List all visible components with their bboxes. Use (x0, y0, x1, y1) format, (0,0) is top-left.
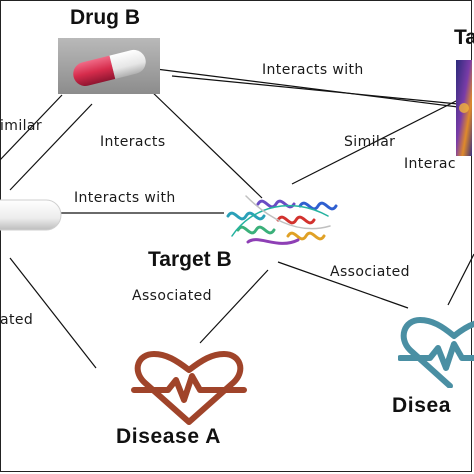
edge-label-targetb-targeta-similar: Similar (344, 134, 396, 150)
target-b-title: Target B (148, 248, 232, 271)
edge-drugb-targeta-lower (171, 75, 459, 105)
white-pill-icon (0, 196, 62, 234)
edge-label-drugb-targeta: Interacts with (262, 62, 364, 78)
edge-druga-diseasea (9, 257, 97, 369)
disease-a-title: Disease A (116, 425, 222, 448)
edge-targetb-diseaseb (277, 261, 409, 309)
protein-structure-icon (218, 186, 342, 254)
edge-targeta-diseaseb (447, 253, 474, 306)
edge-label-targetb-diseasea: Associated (132, 288, 212, 304)
edge-drugb-targetb (147, 87, 263, 199)
heart-pulse-icon (130, 350, 248, 426)
target-a-title: Ta (454, 26, 474, 49)
edge-label-targeta-targetb-interacts: Interac (404, 156, 456, 172)
edge-drugb-targeta (147, 67, 459, 108)
edge-label-drugb-druga-interacts: Interacts (100, 134, 166, 150)
edge-label-druga-drugb-similar: imilar (0, 118, 43, 134)
capsule-pill-icon (58, 38, 160, 94)
protein-image-icon (456, 60, 472, 156)
edge-label-druga-diseasea: ated (0, 312, 34, 328)
drug-b-title: Drug B (70, 6, 140, 29)
edge-drugb-druga-interacts (9, 103, 93, 191)
edge-drugb-druga-similar (0, 94, 63, 161)
heart-pulse-icon (397, 316, 474, 389)
disease-b-title: Disea (392, 394, 452, 417)
edge-targetb-targeta-similar (291, 99, 459, 185)
edge-label-targetb-diseaseb: Associated (330, 264, 410, 280)
edge-label-druga-targetb: Interacts with (74, 190, 176, 206)
edge-targetb-diseasea (199, 269, 269, 344)
